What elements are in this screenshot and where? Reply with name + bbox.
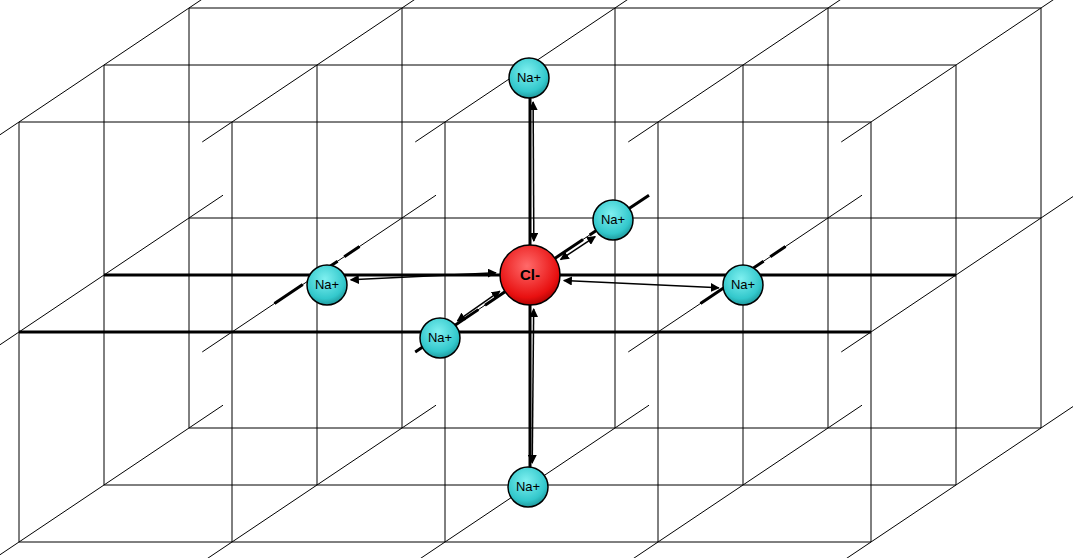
attraction-arrow	[564, 281, 719, 288]
lattice-line	[628, 195, 862, 352]
ion-label: Na+	[516, 480, 540, 494]
ion-label: Na+	[517, 71, 541, 85]
lattice-line	[628, 0, 862, 142]
ion-outline	[723, 265, 763, 305]
lattice-line	[628, 405, 862, 558]
lattice-line	[202, 195, 436, 352]
lattice-line	[202, 405, 436, 558]
ion-label: Na+	[731, 278, 755, 292]
ion-outline	[420, 318, 460, 358]
lattice-line	[415, 0, 649, 142]
sodium-ion: Na+	[722, 264, 764, 306]
sodium-ion: Na+	[306, 264, 348, 306]
lattice-line	[0, 195, 223, 352]
sodium-ion: Na+	[507, 466, 549, 508]
attraction-arrow	[561, 237, 596, 260]
ion-outline	[509, 58, 549, 98]
ion-label: Na+	[428, 331, 452, 345]
ion-outline	[500, 245, 560, 305]
sodium-ion: Na+	[592, 199, 634, 241]
ion-outline	[593, 200, 633, 240]
lattice-line	[0, 0, 223, 142]
ion-label: Cl-	[520, 267, 540, 284]
chloride-ion: Cl-	[499, 244, 561, 306]
sodium-ion: Na+	[419, 317, 461, 359]
lattice-line	[841, 195, 1073, 352]
ion-outline	[307, 265, 347, 305]
attraction-arrow	[532, 102, 534, 241]
lattice-line	[841, 0, 1073, 142]
attraction-arrow	[457, 291, 499, 321]
lattice-line	[0, 405, 223, 558]
lattice-line	[841, 405, 1073, 558]
ion-label: Na+	[315, 278, 339, 292]
attraction-arrow	[532, 309, 533, 463]
attraction-arrow	[351, 273, 496, 280]
ion-label: Na+	[601, 213, 625, 227]
ion-outline	[508, 467, 548, 507]
lattice-line	[202, 0, 436, 142]
sodium-ion: Na+	[508, 57, 550, 99]
